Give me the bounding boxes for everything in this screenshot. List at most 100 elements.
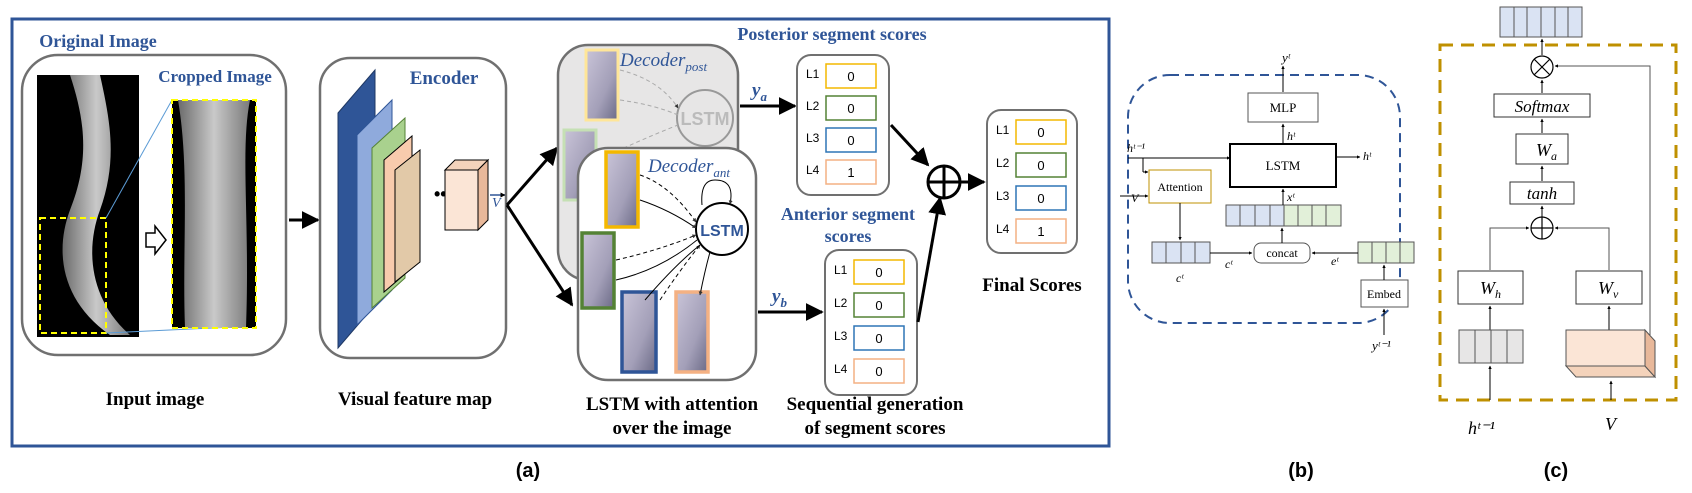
- ya-label: ya: [750, 80, 767, 104]
- encoder-title: Encoder: [410, 68, 479, 89]
- cropped-image-label: Cropped Image: [158, 67, 272, 86]
- add-icon: [1530, 216, 1554, 240]
- posterior-score-2: 0: [847, 101, 854, 116]
- anterior-level-1: L1: [834, 263, 848, 277]
- posterior-score-3: 0: [847, 133, 854, 148]
- embed-label: Embed: [1367, 287, 1401, 301]
- final-level-4: L4: [996, 222, 1010, 236]
- posterior-score-4: 1: [847, 165, 854, 180]
- encoder-caption: Visual feature map: [338, 389, 492, 410]
- wv-label: Wv: [1598, 278, 1619, 301]
- panel-b-ht-out: hᵗ: [1363, 149, 1372, 163]
- panel-c-frame: [1438, 43, 1678, 402]
- anterior-level-4: L4: [834, 362, 848, 376]
- et-vector: [1357, 241, 1415, 264]
- input-image-block: Original Image Cropped Image Input image: [20, 31, 288, 410]
- decoder-ant-title: Decoderant: [647, 156, 730, 180]
- decoder-post-lstm-label: LSTM: [681, 109, 730, 129]
- panel-c-ht-prev: hᵗ⁻¹: [1468, 418, 1495, 438]
- sequential-caption-line2: of segment scores: [804, 418, 945, 439]
- panel-a-label: (a): [516, 460, 540, 482]
- combine-op-icon: [926, 164, 962, 200]
- decoder-caption-line1: LSTM with attention: [586, 394, 759, 415]
- final-score-2: 0: [1037, 158, 1044, 173]
- posterior-score-1: 0: [847, 69, 854, 84]
- sequential-caption-line1: Sequential generation: [787, 394, 964, 415]
- panel-b-label: (b): [1288, 460, 1314, 482]
- anterior-level-2: L2: [834, 296, 848, 310]
- posterior-level-1: L1: [806, 67, 820, 81]
- final-score-4: 1: [1037, 224, 1044, 239]
- anterior-title-line1: Anterior segment: [781, 204, 915, 224]
- panel-c-v: V: [1605, 414, 1618, 434]
- anterior-score-4: 0: [875, 364, 882, 379]
- crop-box: [39, 217, 107, 334]
- posterior-scores: L1 0 L2 0 L3 0 L4 1: [796, 54, 890, 196]
- panel-b-ct-left: cᵗ: [1176, 271, 1184, 285]
- final-score-3: 0: [1037, 191, 1044, 206]
- lstm-box-label: LSTM: [1266, 158, 1301, 173]
- panel-b-et: eᵗ: [1331, 254, 1339, 268]
- panel-b-yt: yᵗ: [1280, 50, 1291, 65]
- posterior-level-3: L3: [806, 131, 820, 145]
- xt-vector: [1225, 204, 1342, 227]
- panel-b-v: V: [1131, 191, 1140, 205]
- posterior-level-4: L4: [806, 163, 820, 177]
- panel-c-label: (c): [1544, 460, 1568, 482]
- ht-prev-vector: [1458, 329, 1524, 364]
- final-level-3: L3: [996, 189, 1010, 203]
- wh-label: Wh: [1480, 278, 1501, 301]
- arrow-to-decoder-ant: [505, 204, 574, 307]
- mlp-label: MLP: [1270, 100, 1297, 115]
- wh-box: [1457, 270, 1524, 305]
- anterior-title-line2: scores: [825, 226, 872, 246]
- panel-a-frame: [10, 17, 1111, 448]
- panel-b-frame: [1127, 74, 1401, 324]
- lstm-box: [1229, 143, 1337, 188]
- final-score-1: 0: [1037, 125, 1044, 140]
- attention-box: [1148, 169, 1212, 204]
- original-image-label: Original Image: [39, 31, 157, 51]
- softmax-box: [1493, 93, 1591, 118]
- final-title: Final Scores: [982, 275, 1081, 296]
- feature-map-cuboid: [1564, 328, 1657, 379]
- final-scores: L1 0 L2 0 L3 0 L4 1: [986, 109, 1078, 254]
- decoder-post-title: Decoderpost: [619, 50, 707, 74]
- panel-c: cᵗ Softmax Wa tanh: [1438, 6, 1678, 482]
- panel-b-ht-prev: hᵗ⁻¹: [1127, 141, 1145, 155]
- attention-label: Attention: [1157, 180, 1202, 194]
- anterior-level-3: L3: [834, 329, 848, 343]
- softmax-label: Softmax: [1515, 97, 1570, 116]
- arrow-to-decoder-post: [505, 146, 559, 206]
- decoder-ant-block: LSTM Decoderant LSTM with attention over…: [576, 146, 759, 439]
- posterior-level-2: L2: [806, 99, 820, 113]
- decoder-caption-line2: over the image: [613, 418, 732, 439]
- wa-box: [1515, 133, 1569, 165]
- anterior-score-2: 0: [875, 298, 882, 313]
- v-label: V: [492, 196, 502, 211]
- input-image-caption: Input image: [106, 389, 205, 410]
- panel-b-xt: xᵗ: [1286, 190, 1295, 204]
- concat-label: concat: [1266, 246, 1298, 260]
- posterior-title: Posterior segment scores: [737, 24, 926, 44]
- final-level-1: L1: [996, 123, 1010, 137]
- decoder-ant-lstm-label: LSTM: [700, 223, 744, 240]
- tanh-label: tanh: [1527, 184, 1557, 203]
- panel-c-ct-vector: [1499, 6, 1583, 38]
- mlp-box: [1247, 92, 1319, 123]
- anterior-scores: L1 0 L2 0 L3 0 L4 0: [824, 249, 918, 396]
- yb-label: yb: [770, 286, 787, 310]
- final-level-2: L2: [996, 156, 1010, 170]
- panel-b: yᵗ MLP hᵗ LSTM hᵗ hᵗ⁻¹ V Attention xᵗ: [1120, 50, 1415, 482]
- panel-b-ct-mid: cᵗ: [1225, 257, 1233, 271]
- ct-vector: [1151, 241, 1211, 264]
- wv-box: [1575, 270, 1643, 305]
- anterior-score-3: 0: [875, 331, 882, 346]
- multiply-icon: [1530, 55, 1554, 79]
- wa-label: Wa: [1536, 140, 1557, 163]
- panel-b-ht-up: hᵗ: [1287, 129, 1296, 143]
- panel-b-yt-prev: yᵗ⁻¹: [1370, 338, 1391, 353]
- anterior-score-1: 0: [875, 265, 882, 280]
- encoder-block: ••• Encoder V Visual feature map: [318, 56, 508, 410]
